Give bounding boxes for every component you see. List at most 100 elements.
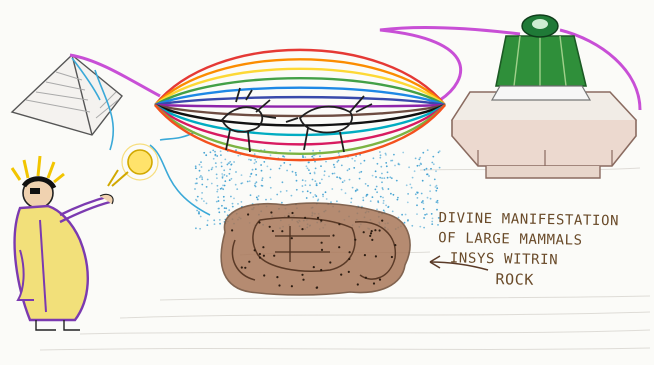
rain-dot	[214, 223, 216, 225]
rain-dot	[256, 197, 258, 199]
rock-speckle	[381, 220, 383, 222]
rain-dot	[430, 198, 432, 200]
rock-speckle	[321, 249, 323, 251]
rock-speckle	[231, 229, 233, 231]
rain-dot	[322, 196, 324, 198]
glowing-orb-icon	[108, 144, 158, 186]
rain-dot	[316, 183, 318, 185]
rain-dot	[302, 185, 304, 187]
rain-dot	[200, 161, 202, 163]
rain-dot	[324, 170, 326, 172]
rain-dot	[255, 174, 257, 176]
rain-dot	[219, 223, 221, 225]
rain-dot	[360, 163, 362, 165]
rain-dot	[432, 156, 434, 158]
rain-dot	[357, 189, 359, 191]
rock-speckle	[313, 266, 315, 268]
rain-dot	[269, 177, 271, 179]
rain-dot	[393, 154, 395, 156]
rock-speckle	[302, 279, 304, 281]
rain-dot	[350, 202, 352, 204]
rain-dot	[383, 202, 385, 204]
rain-dot	[314, 180, 316, 182]
rain-dot	[319, 150, 321, 152]
rain-dot	[218, 200, 220, 202]
rain-dot	[196, 210, 198, 212]
rock-speckle	[364, 254, 366, 256]
rain-dot	[433, 163, 435, 165]
rain-dot	[279, 168, 281, 170]
rain-dot	[359, 178, 361, 180]
rain-dot	[206, 203, 208, 205]
rock-speckle	[329, 261, 331, 263]
rain-dot	[349, 179, 351, 181]
rain-dot	[223, 200, 225, 202]
rain-dot	[385, 162, 387, 164]
rain-dot	[364, 160, 366, 162]
rain-dot	[305, 180, 307, 182]
rock-speckle	[248, 261, 250, 263]
rain-dot	[218, 208, 220, 210]
rain-dot	[391, 177, 393, 179]
rain-dot	[254, 183, 256, 185]
rain-dot	[422, 180, 424, 182]
rain-dot	[222, 188, 224, 190]
rain-dot	[217, 185, 219, 187]
rain-dot	[379, 151, 381, 153]
rain-dot	[380, 154, 382, 156]
rain-dot	[199, 164, 201, 166]
rain-dot	[404, 222, 406, 224]
rain-dot	[314, 161, 316, 163]
rain-dot	[196, 200, 198, 202]
rain-dot	[201, 184, 203, 186]
rain-dot	[431, 213, 433, 215]
rock-speckle	[244, 267, 246, 269]
rain-dot	[334, 173, 336, 175]
caption-line-4: ROCK	[495, 269, 649, 292]
rain-dot	[201, 176, 203, 178]
rain-dot	[257, 199, 259, 201]
rain-dot	[263, 161, 265, 163]
rock-speckle	[369, 235, 371, 237]
rain-dot	[315, 195, 317, 197]
rock-speckle	[320, 269, 322, 271]
rain-dot	[432, 218, 434, 220]
rain-dot	[411, 187, 413, 189]
rain-dot	[211, 183, 213, 185]
rain-dot	[206, 224, 208, 226]
rain-dot	[261, 170, 263, 172]
rain-dot	[220, 188, 222, 190]
rain-dot	[199, 170, 201, 172]
rain-dot	[326, 198, 328, 200]
rain-dot	[250, 173, 252, 175]
rain-dot	[376, 186, 378, 188]
rock-speckle	[374, 229, 376, 231]
rain-dot	[430, 168, 432, 170]
rain-dot	[212, 167, 214, 169]
rain-dot	[367, 185, 369, 187]
rock-speckle	[375, 255, 377, 257]
rain-dot	[423, 208, 425, 210]
rain-dot	[270, 154, 272, 156]
rain-dot	[224, 180, 226, 182]
rain-dot	[233, 161, 235, 163]
rain-dot	[230, 164, 232, 166]
rain-dot	[260, 164, 262, 166]
rock-speckle	[291, 237, 293, 239]
rain-dot	[280, 191, 282, 193]
rain-dot	[439, 167, 441, 169]
rain-dot	[218, 211, 220, 213]
caption-line-3: INSYS WITRIN	[450, 248, 650, 271]
rain-dot	[353, 167, 355, 169]
rain-dot	[352, 187, 354, 189]
rain-dot	[309, 173, 311, 175]
rain-dot	[417, 165, 419, 167]
rain-dot	[289, 164, 291, 166]
rain-dot	[295, 172, 297, 174]
rain-dot	[387, 206, 389, 208]
rain-dot	[423, 217, 425, 219]
rain-dot	[248, 159, 250, 161]
rain-dot	[386, 165, 388, 167]
rain-dot	[312, 179, 314, 181]
